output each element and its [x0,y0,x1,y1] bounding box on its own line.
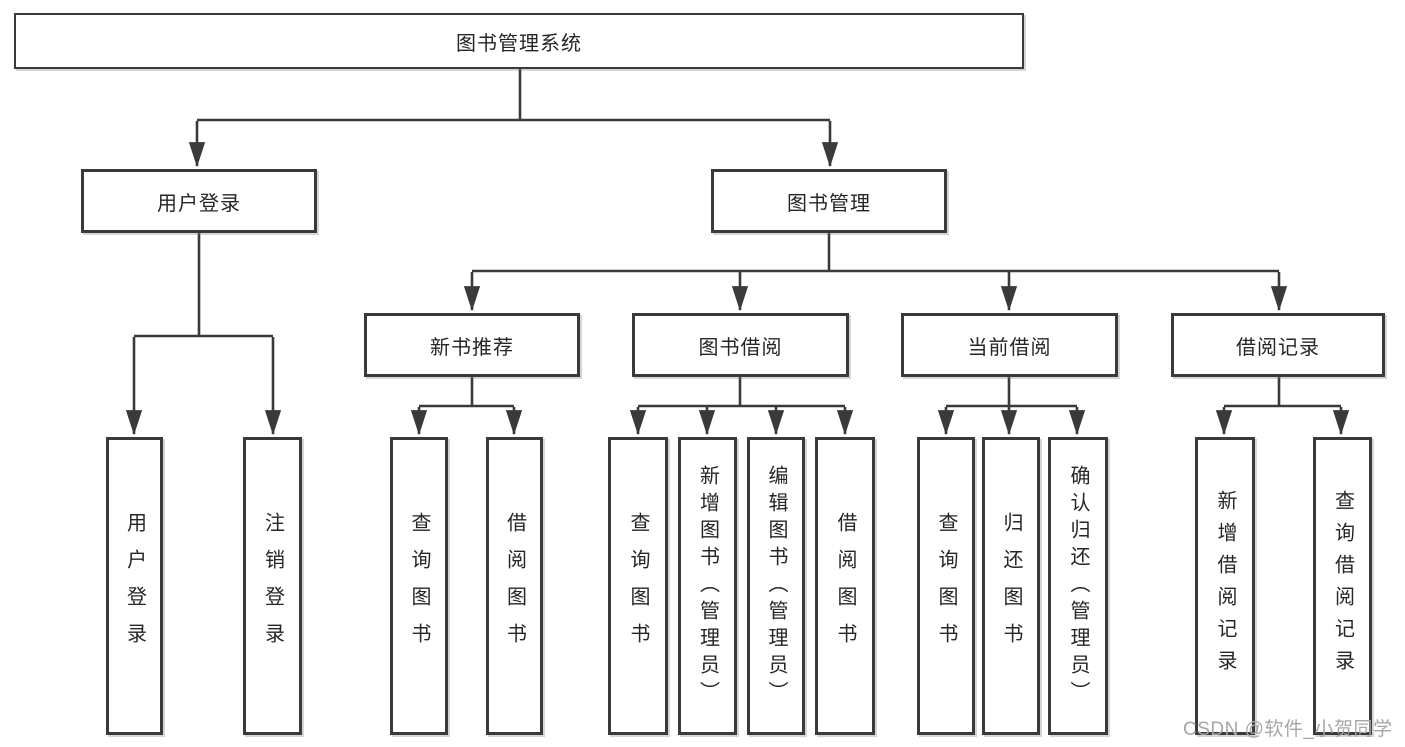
leaf-label: 新增借阅记录 [1214,490,1236,682]
leaf-label: 编辑图书（管理员） [765,464,787,708]
node-label: 图书借阅 [698,336,783,359]
leaf-label: 注销登录 [261,512,284,660]
node-book-management-branch: 图书管理 [711,169,947,233]
node-label: 新书推荐 [430,336,514,359]
leaf-borrow-books-recommend: 借阅图书 [486,437,543,735]
leaf-query-books-current: 查询图书 [917,437,975,735]
node-label: 图书管理系统 [456,32,582,55]
leaf-edit-books-admin: 编辑图书（管理员） [747,437,805,735]
node-current-borrowing: 当前借阅 [901,313,1118,377]
node-label: 当前借阅 [967,336,1052,359]
node-label: 图书管理 [787,192,871,215]
node-book-borrowing: 图书借阅 [632,313,849,377]
leaf-return-books: 归还图书 [982,437,1040,735]
node-borrowing-records: 借阅记录 [1171,313,1385,377]
branch-skeleton [134,69,1341,408]
leaf-query-books-borrow: 查询图书 [608,437,668,735]
leaf-label: 查询图书 [935,512,957,660]
leaf-logout: 注销登录 [243,437,302,735]
node-user-login-branch: 用户登录 [81,169,317,233]
leaf-user-login: 用户登录 [106,437,163,735]
node-label: 用户登录 [157,192,241,215]
leaf-query-books-recommend: 查询图书 [390,437,448,735]
leaf-add-books-admin: 新增图书（管理员） [678,437,737,735]
leaf-label: 确认归还（管理员） [1067,464,1089,708]
leaf-label: 归还图书 [1000,512,1022,660]
leaf-label: 新增图书（管理员） [696,464,719,708]
leaf-label: 查询借阅记录 [1331,490,1354,682]
leaf-borrow-books: 借阅图书 [815,437,875,735]
arrow-connectors [125,121,1350,436]
leaf-add-borrow-record: 新增借阅记录 [1195,437,1255,735]
leaf-label: 借阅图书 [503,512,526,660]
leaf-confirm-return-admin: 确认归还（管理员） [1048,437,1108,735]
leaf-label: 查询图书 [408,512,430,660]
leaf-label: 查询图书 [627,512,649,660]
leaf-query-borrow-record: 查询借阅记录 [1313,437,1372,735]
csdn-watermark: CSDN @软件_小贺同学 [1183,719,1393,740]
leaf-label: 借阅图书 [834,512,856,660]
node-new-book-recommendation: 新书推荐 [364,313,580,377]
leaf-label: 用户登录 [123,512,146,660]
node-library-management-system: 图书管理系统 [14,13,1024,69]
node-label: 借阅记录 [1236,336,1320,359]
